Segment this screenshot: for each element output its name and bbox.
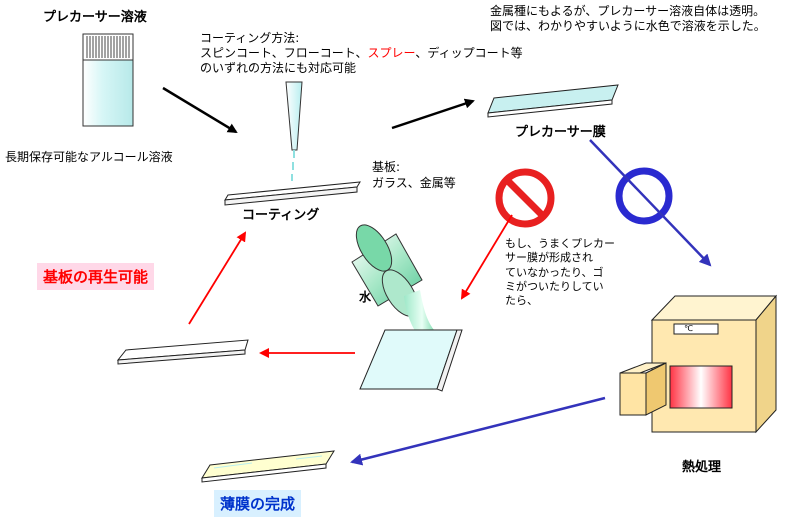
arrow-film-to-heat (589, 139, 712, 267)
color-note-line2: 図では、わかりやすいように水色で溶液を示した。 (490, 19, 766, 33)
oven (619, 294, 778, 434)
substrate-label-line2: ガラス、金属等 (372, 176, 456, 190)
precursor-solution-label: プレカーサー溶液 (43, 10, 147, 25)
coating-methods-spray: スプレー (367, 46, 416, 60)
coating-methods-prefix: スピンコート、フローコート、 (200, 46, 368, 60)
precursor-film-label: プレカーサー膜 (515, 125, 606, 140)
coating-substrate (224, 181, 361, 206)
failure-note: もし、うまくプレカー サー膜が形成され ていなかったり、ゴ ミがついたりしてい … (505, 237, 615, 308)
arrow-heat-to-film (350, 396, 606, 466)
coating-methods-line2: のいずれの方法にも対応可能 (200, 61, 357, 75)
thin-film-done-tag: 薄膜の完成 (214, 490, 302, 517)
precursor-bottle (82, 33, 134, 127)
water-label: 水 (359, 290, 372, 304)
arrow-coating-to-film (391, 98, 475, 130)
arrow-fail-to-wash (460, 214, 513, 300)
coating-label: コーティング (242, 208, 320, 223)
water-stream (404, 290, 440, 338)
arrow-substrate-to-coating (188, 231, 247, 325)
prohibited-icon (495, 168, 555, 228)
coating-method-title: コーティング方法: (200, 31, 300, 45)
storage-note: 長期保存可能なアルコール溶液 (5, 150, 173, 164)
substrate-label-line1: 基板: (372, 160, 401, 174)
substrate-reuse-tag: 基板の再生可能 (37, 263, 155, 290)
pipette (285, 81, 303, 181)
precursor-film-plate (487, 84, 619, 118)
coating-methods-suffix: 、ディップコート等 (415, 46, 523, 60)
water-cup (351, 224, 423, 317)
washing-plate (359, 329, 463, 392)
circle-ok-icon (615, 167, 673, 225)
color-note-line1: 金属種にもよるが、プレカーサー溶液自体は透明。 (490, 4, 766, 18)
coating-methods-line1: スピンコート、フローコート、スプレー、ディップコート等 (200, 46, 523, 61)
finished-film-plate (201, 450, 335, 483)
arrow-bottle-to-coating (162, 86, 238, 134)
reused-substrate (116, 339, 249, 365)
oven-display: ℃ (684, 324, 693, 333)
heat-treatment-label: 熱処理 (682, 460, 722, 475)
